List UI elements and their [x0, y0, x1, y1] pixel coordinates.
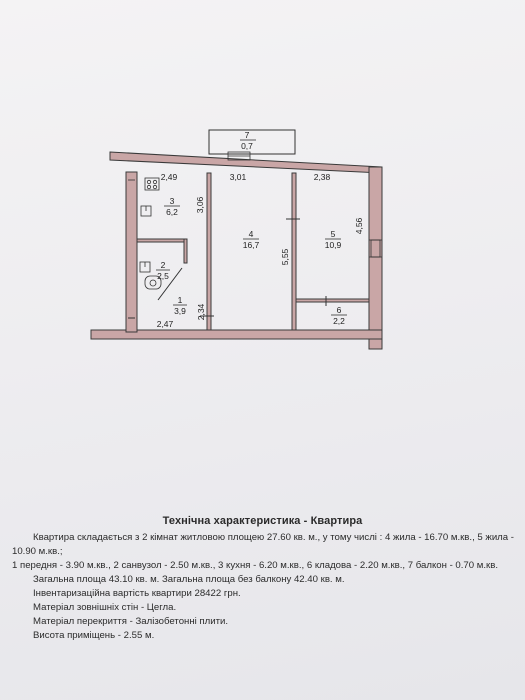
room-7-id: 7	[245, 130, 250, 140]
floor-plan: 3 6,2 4 16,7 5 10,9 2 2,5 1 3,9 6 2,2 7 …	[90, 129, 383, 350]
spec-line: Інвентаризаційна вартість квартири 28422…	[33, 588, 241, 599]
bathroom-fixtures	[139, 261, 162, 290]
room-4-id: 4	[249, 229, 254, 239]
room-labels: 3 6,2 4 16,7 5 10,9 2 2,5 1 3,9 6 2,2 7 …	[156, 130, 347, 326]
dim-3: 3,06	[195, 196, 205, 213]
room-2-area: 2,5	[157, 271, 169, 281]
room-3-area: 6,2	[166, 207, 178, 217]
technical-spec: Технічна характеристика - Квартира Кварт…	[0, 514, 525, 643]
dimension-labels: 2,49 3,01 2,38 3,06 5,55 4,56 2,34 2,47	[157, 172, 364, 329]
window-marks	[128, 179, 382, 258]
dim-1: 3,01	[230, 172, 247, 182]
spec-line: Матеріал зовнішніх стін - Цегла.	[33, 602, 177, 613]
room-1-id: 1	[178, 295, 183, 305]
spec-title: Технічна характеристика - Квартира	[162, 515, 363, 527]
stove-icon	[144, 177, 160, 191]
spec-line: Висота приміщень - 2.55 м.	[33, 630, 155, 641]
spec-line: 10.90 м.кв.;	[12, 546, 63, 557]
spec-line: 1 передня - 3.90 м.кв., 2 санвузол - 2.5…	[12, 560, 498, 571]
room-2-id: 2	[161, 260, 166, 270]
room-1-area: 3,9	[174, 306, 186, 316]
dim-7: 2,47	[157, 319, 174, 329]
sink-icon	[140, 205, 152, 217]
room-7-area: 0,7	[241, 141, 253, 151]
room-4-area: 16,7	[243, 240, 260, 250]
spec-line: Загальна площа 43.10 кв. м. Загальна пло…	[33, 574, 345, 585]
room-6-area: 2,2	[333, 316, 345, 326]
room-3-id: 3	[170, 196, 175, 206]
dim-5: 4,56	[354, 217, 364, 234]
spec-lines: Квартира складається з 2 кімнат житловою…	[0, 531, 525, 643]
spec-line: Матеріал перекриття - Залізобетонні плит…	[33, 616, 228, 627]
room-5-area: 10,9	[325, 240, 342, 250]
dim-6: 2,34	[196, 303, 206, 320]
spec-line: Квартира складається з 2 кімнат житловою…	[33, 532, 514, 543]
room-5-id: 5	[331, 229, 336, 239]
walls	[90, 151, 383, 350]
dim-0: 2,49	[161, 172, 178, 182]
dim-2: 2,38	[314, 172, 331, 182]
room-6-id: 6	[337, 305, 342, 315]
dim-4: 5,55	[280, 248, 290, 265]
doors	[128, 218, 327, 319]
balcony	[208, 129, 296, 161]
